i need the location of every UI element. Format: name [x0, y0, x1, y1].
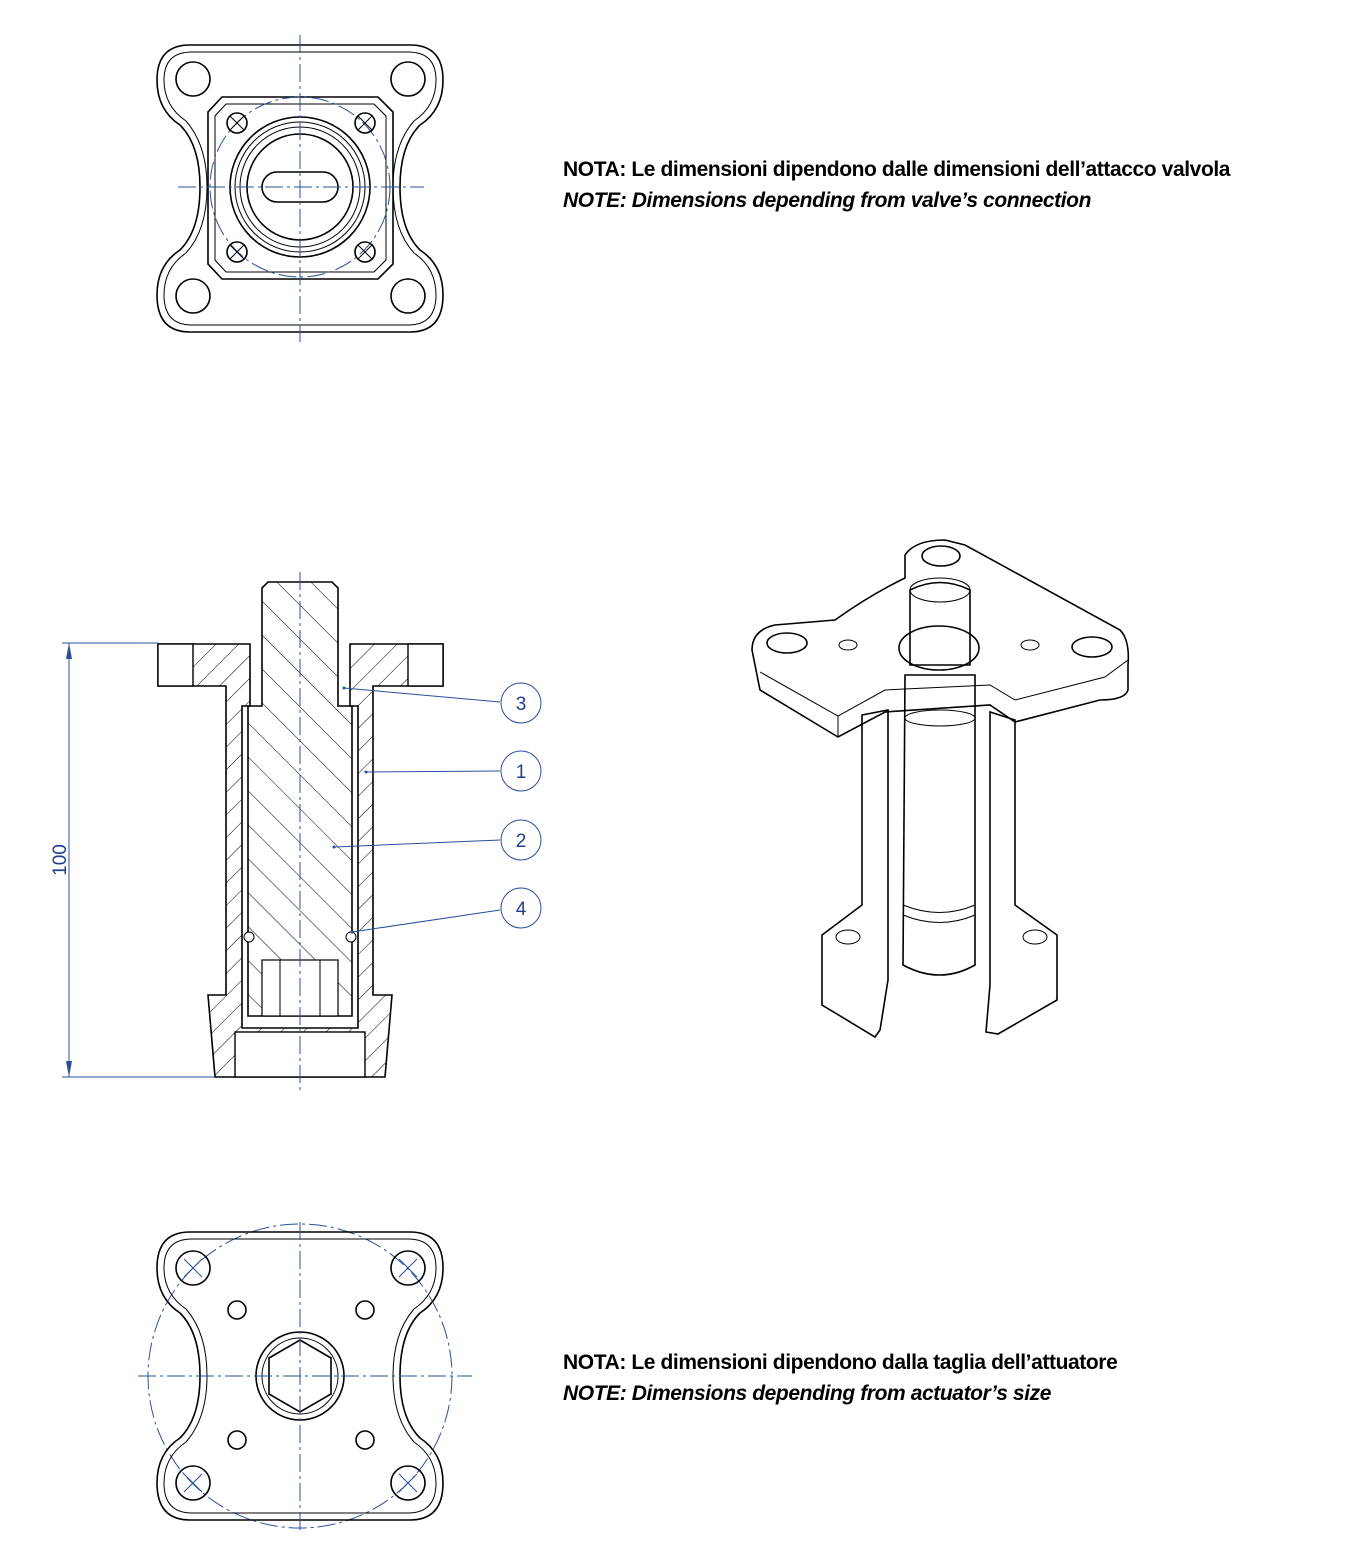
svg-text:2: 2 [516, 831, 527, 852]
dimension-label: 100 [50, 844, 71, 876]
svg-text:4: 4 [516, 899, 527, 920]
note-valve-connection: NOTA: Le dimensioni dipendono dalle dime… [563, 154, 1230, 216]
note-text-italian: NOTA: Le dimensioni dipendono dalle dime… [563, 158, 1231, 181]
bottom-view [138, 1222, 472, 1532]
balloon-4: 4 [350, 887, 542, 934]
isometric-view [751, 539, 1130, 1039]
svg-text:1: 1 [516, 762, 527, 783]
note-actuator-size: NOTA: Le dimensioni dipendono dalla tagl… [563, 1347, 1118, 1409]
balloon-3: 3 [342, 682, 542, 724]
note-text-italian: NOTA: Le dimensioni dipendono dalla tagl… [563, 1351, 1118, 1374]
section-view: 100 3 1 2 4 [50, 572, 542, 1092]
note-text-english: NOTE: Dimensions depending from actuator… [563, 1382, 1052, 1405]
top-view [156, 35, 444, 342]
note-text-english: NOTE: Dimensions depending from valve’s … [563, 189, 1092, 212]
dimension-100: 100 [50, 642, 215, 1078]
screw-icons [226, 112, 376, 263]
balloon-1: 1 [364, 750, 542, 792]
svg-text:3: 3 [516, 694, 527, 715]
balloon-2: 2 [332, 819, 542, 861]
